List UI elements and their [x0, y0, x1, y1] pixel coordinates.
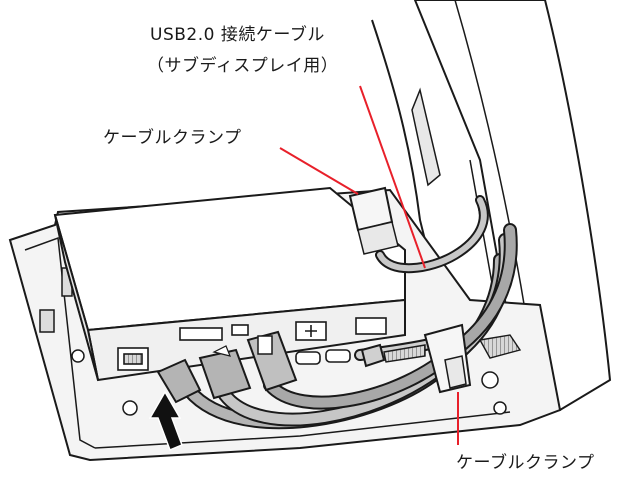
connectors [156, 330, 522, 404]
cable-clamp-rear [348, 186, 399, 255]
usb-port-2 [325, 349, 351, 363]
usb-cable-label: USB2.0 接続ケーブル [150, 25, 325, 45]
cable-clamp-label-top: ケーブルクランプ [103, 128, 242, 148]
leader-lines [279, 85, 459, 445]
cable-clamp-front [423, 323, 472, 394]
hdmi-port [179, 327, 223, 341]
usb-port-1 [295, 351, 321, 365]
insert-arrow-icon [148, 390, 183, 451]
clamp-top-leader [279, 147, 359, 195]
usb-cable-leader [359, 85, 426, 269]
pc-unit [53, 186, 406, 382]
ports [117, 317, 387, 371]
cable-clamp-label-bottom: ケーブルクランプ [456, 453, 595, 473]
usb-cable-sublabel: （サブディスプレイ用） [147, 56, 339, 76]
